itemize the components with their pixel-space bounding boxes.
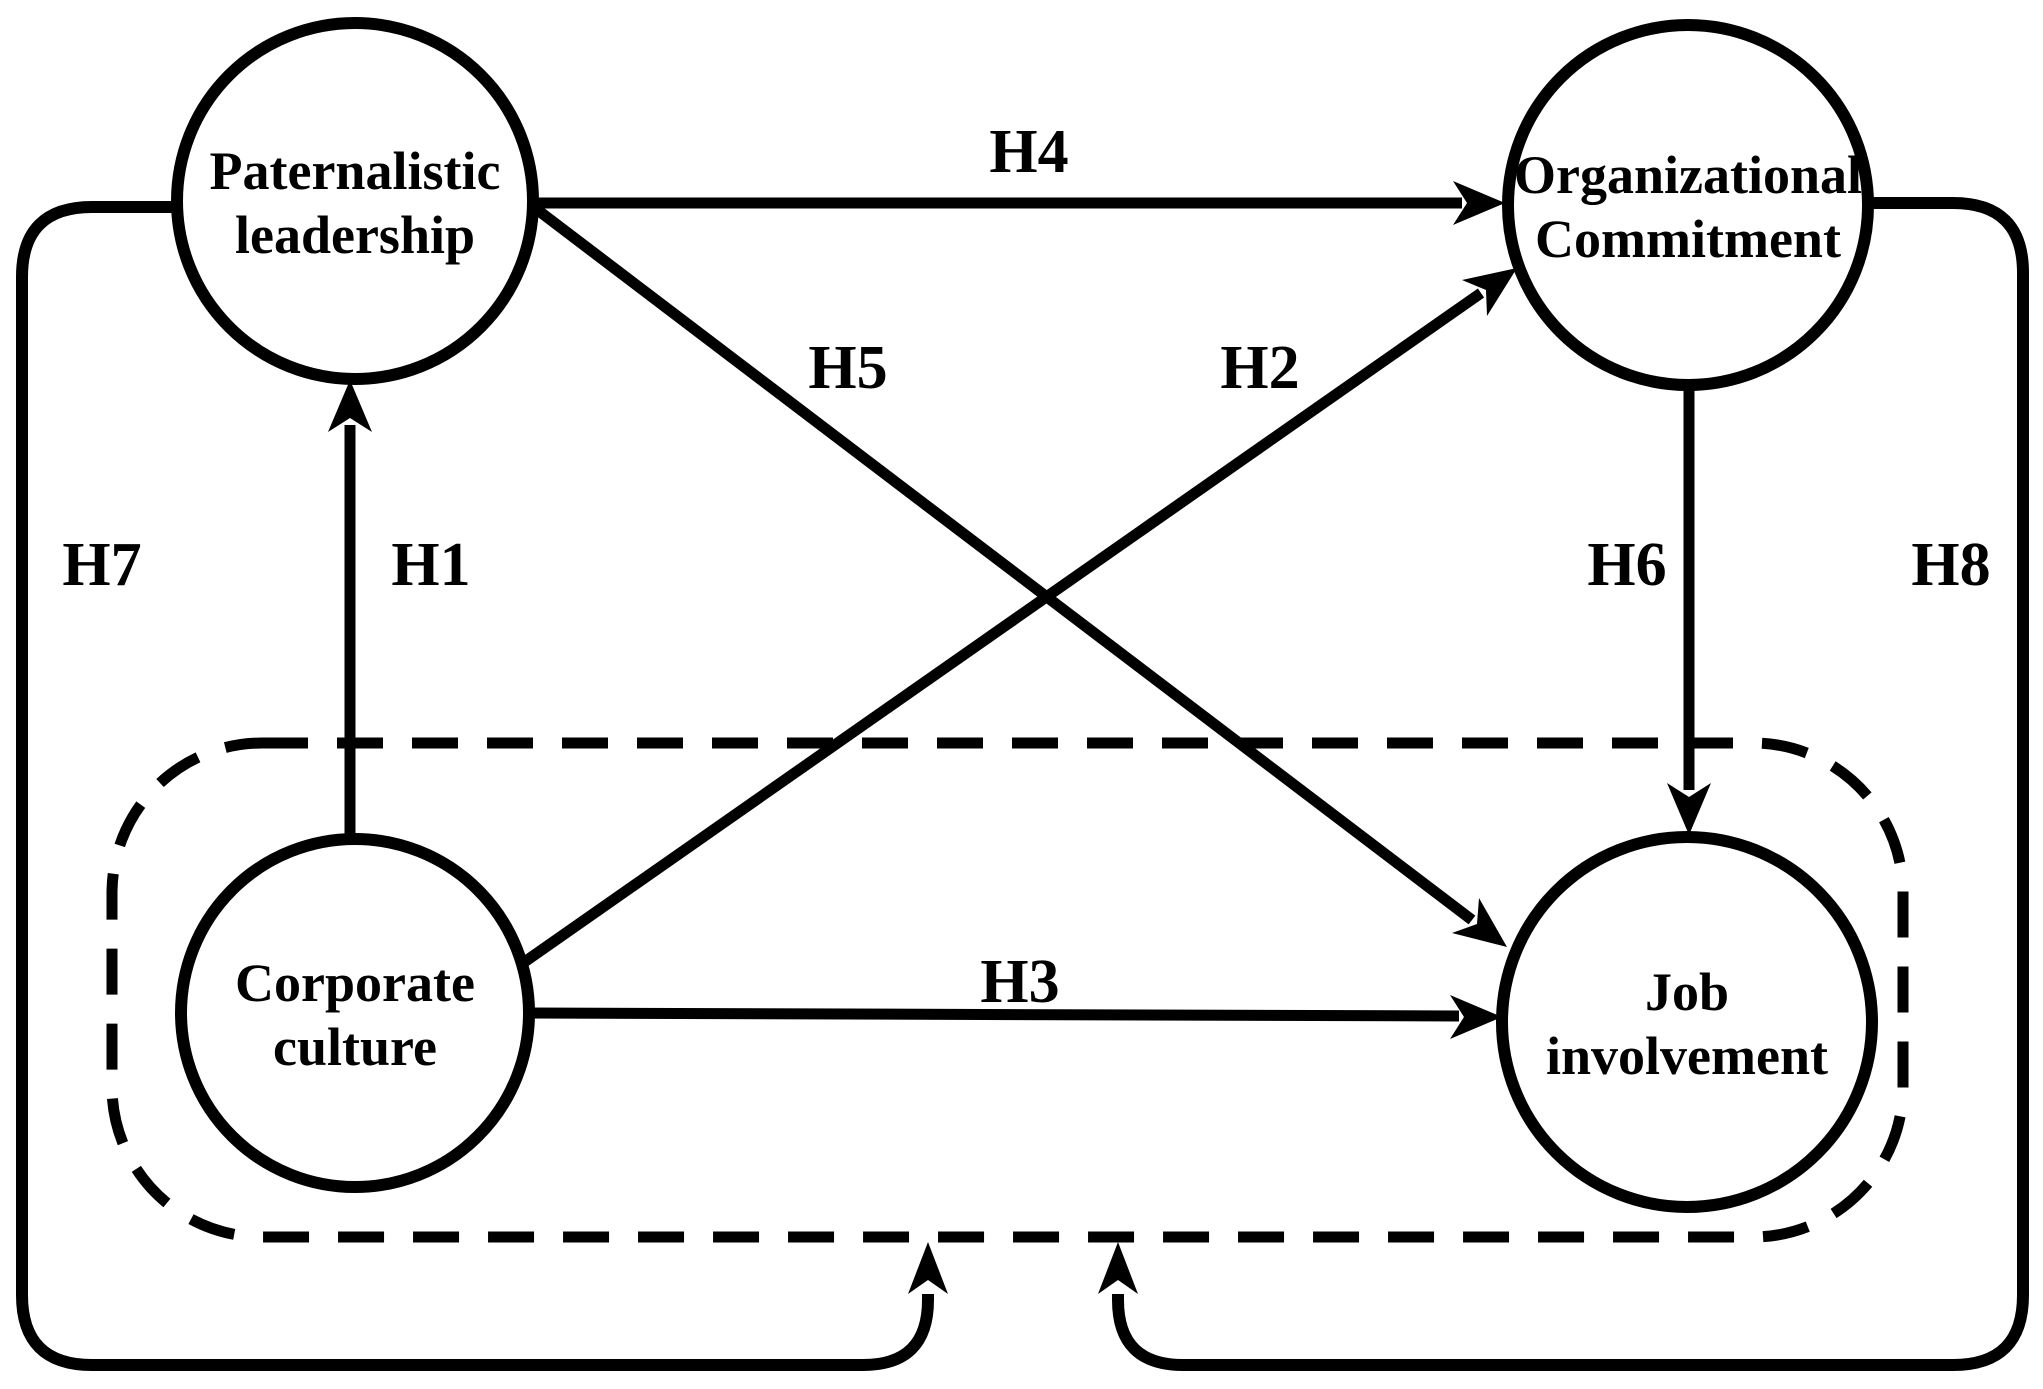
edge-h5-arrowhead-icon [1452, 898, 1507, 947]
label-h7: H7 [62, 531, 141, 599]
node-corporate-culture-label-line2: culture [273, 1017, 437, 1077]
edge-h5 [531, 203, 1476, 925]
edge-h4-arrowhead-icon [1453, 181, 1505, 225]
node-paternalistic-leadership-label-line1: Paternalistic [210, 141, 501, 201]
node-organizational-commitment [1502, 19, 1874, 391]
node-job-involvement-label-line2: involvement [1546, 1026, 1828, 1086]
label-h6: H6 [1587, 531, 1666, 599]
label-h1: H1 [391, 531, 470, 599]
dashed-group-boundary [106, 737, 1909, 1243]
node-corporate-culture-label-line1: Corporate [235, 953, 475, 1013]
edge-h6-arrowhead-icon [1667, 783, 1711, 835]
label-h3: H3 [980, 948, 1059, 1016]
node-paternalistic-leadership-label-line2: leadership [235, 205, 475, 265]
loop-h8-path [1112, 197, 2029, 1371]
edge-h3-arrowhead-icon [1450, 995, 1502, 1039]
edge-h2-arrowhead-icon [1462, 268, 1517, 316]
edge-h3 [528, 1007, 1460, 1022]
edge-h1-arrowhead-icon [328, 380, 372, 432]
loop-h7-path [16, 201, 934, 1371]
label-h5: H5 [808, 334, 887, 402]
label-h4: H4 [989, 118, 1068, 186]
edge-h2 [519, 288, 1485, 968]
label-h8: H8 [1911, 531, 1990, 599]
loop-h8-arrowhead-icon [1098, 1242, 1138, 1294]
node-job-involvement-label-line1: Job [1645, 962, 1729, 1022]
loop-h7-arrowhead-icon [908, 1242, 948, 1294]
node-corporate-culture [175, 833, 535, 1193]
node-job-involvement [1496, 831, 1878, 1213]
label-h2: H2 [1220, 334, 1299, 402]
node-organizational-commitment-label-line2: Commitment [1535, 209, 1841, 269]
node-organizational-commitment-label-line1: Organizational [1514, 145, 1862, 205]
node-paternalistic-leadership [171, 17, 539, 385]
